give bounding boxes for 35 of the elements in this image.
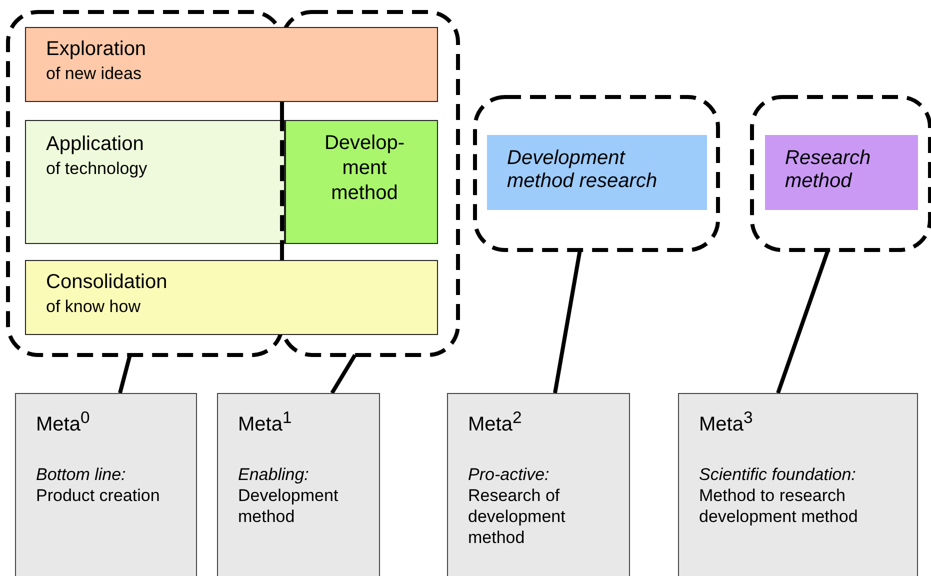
meta-level-box	[15, 393, 197, 576]
colored-box	[765, 135, 918, 210]
level-role: Scientific foundation:	[699, 464, 857, 485]
connector-line	[330, 354, 357, 394]
connector-line	[118, 354, 132, 394]
colored-box	[25, 27, 438, 102]
box-heading: Application	[46, 133, 145, 156]
level-description: Product creation	[36, 484, 161, 506]
connector-line	[553, 250, 582, 394]
level-description: Research of development method	[468, 484, 566, 548]
box-heading: Development method research	[507, 146, 658, 193]
colored-box	[25, 260, 438, 335]
colored-box	[487, 135, 707, 210]
level-title: Meta$^{2}$	[468, 408, 523, 437]
level-description: Development method	[238, 484, 340, 528]
connector-line	[776, 249, 830, 394]
box-subtext: of technology	[46, 159, 148, 179]
meta-level-box	[678, 393, 918, 576]
level-role: Bottom line:	[36, 464, 127, 485]
meta-level-box	[217, 393, 380, 576]
level-role: Pro-active:	[468, 464, 550, 485]
box-heading: Consolidation	[46, 271, 168, 294]
level-description: Method to research development method	[699, 484, 859, 528]
level-title: Meta$^{0}$	[36, 408, 91, 437]
box-heading: Exploration	[46, 38, 148, 61]
box-subtext: of new ideas	[46, 64, 142, 84]
level-title: Meta$^{1}$	[238, 408, 293, 437]
level-title: Meta$^{3}$	[699, 408, 754, 437]
colored-box	[285, 120, 438, 244]
meta-level-box	[447, 393, 630, 576]
box-heading: Research method	[785, 146, 872, 193]
box-subtext: of know how	[46, 297, 142, 317]
colored-box	[25, 120, 285, 244]
box-heading: Develop-ment method	[323, 131, 406, 206]
level-role: Enabling:	[238, 464, 310, 485]
